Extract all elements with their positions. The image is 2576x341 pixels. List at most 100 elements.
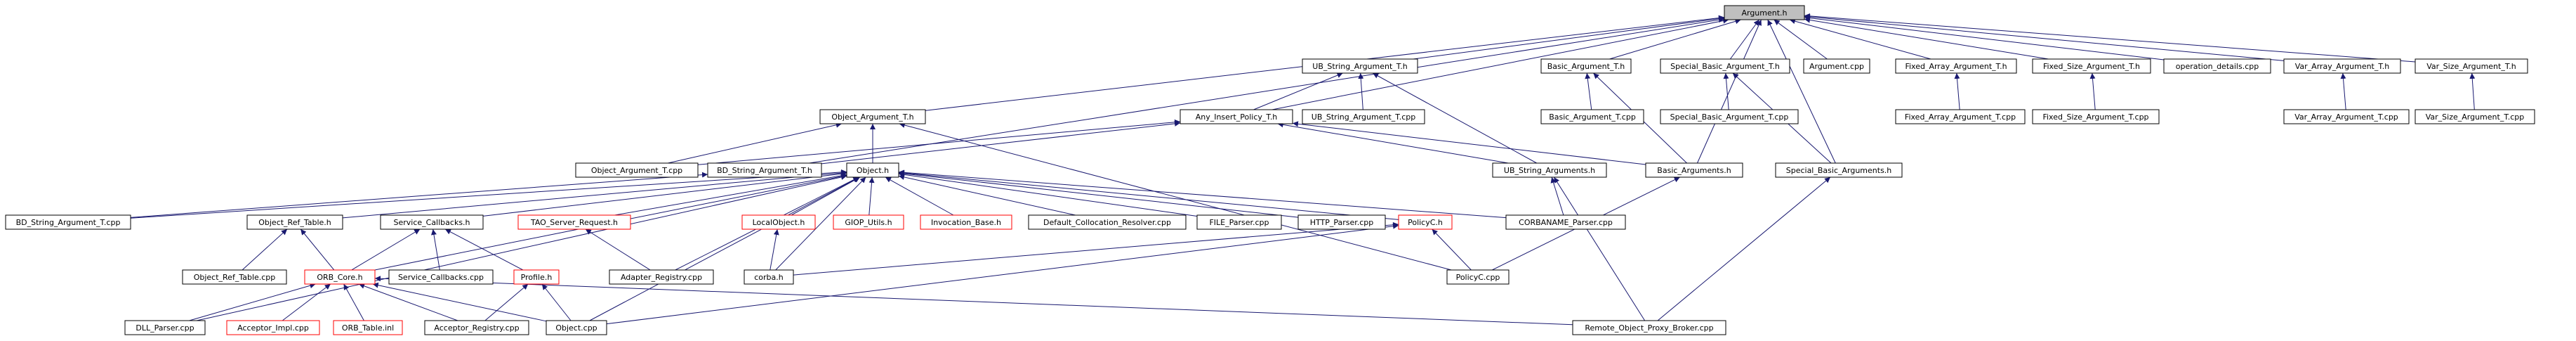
node-box bbox=[517, 214, 631, 230]
graph-node[interactable]: BD_String_Argument_T.h bbox=[707, 162, 822, 178]
graph-node[interactable]: Fixed_Size_Argument_T.h bbox=[2032, 58, 2151, 74]
graph-node[interactable]: Var_Array_Argument_T.h bbox=[2283, 58, 2401, 74]
graph-node[interactable]: Basic_Argument_T.h bbox=[1540, 58, 1632, 74]
node-box bbox=[5, 214, 131, 230]
graph-node[interactable]: Object.cpp bbox=[546, 320, 607, 335]
graph-node[interactable]: Any_Insert_Policy_T.h bbox=[1180, 109, 1293, 124]
dependency-edge bbox=[431, 229, 440, 271]
node-box bbox=[609, 269, 714, 285]
node-box bbox=[707, 162, 822, 178]
graph-node[interactable]: UB_String_Argument_T.h bbox=[1302, 58, 1418, 74]
graph-node[interactable]: LocalObject.h bbox=[741, 214, 816, 230]
dependency-edge bbox=[614, 172, 847, 216]
dependency-edge bbox=[898, 171, 1299, 218]
graph-node[interactable]: PolicyC.cpp bbox=[1446, 269, 1510, 285]
node-box bbox=[833, 214, 904, 230]
node-label: Var_Array_Argument_T.h bbox=[2295, 62, 2390, 71]
graph-node[interactable]: HTTP_Parser.cpp bbox=[1297, 214, 1386, 230]
node-box bbox=[1302, 109, 1425, 124]
graph-node[interactable]: Service_Callbacks.cpp bbox=[388, 269, 494, 285]
node-box bbox=[1180, 109, 1293, 124]
graph-node[interactable]: Var_Size_Argument_T.h bbox=[2415, 58, 2528, 74]
node-label: PolicyC.h bbox=[1408, 218, 1443, 227]
graph-node[interactable]: Basic_Arguments.h bbox=[1645, 162, 1743, 178]
graph-node[interactable]: Special_Basic_Arguments.h bbox=[1775, 162, 1903, 178]
graph-node[interactable]: Basic_Argument_T.cpp bbox=[1540, 109, 1644, 124]
dependency-edge bbox=[1277, 122, 1509, 164]
graph-node[interactable]: Default_Collocation_Resolver.cpp bbox=[1028, 214, 1187, 230]
dependency-edge bbox=[885, 176, 954, 216]
node-label: BD_String_Argument_T.h bbox=[717, 166, 812, 175]
graph-node[interactable]: ORB_Table.inl bbox=[333, 320, 403, 335]
graph-node[interactable]: BD_String_Argument_T.cpp bbox=[5, 214, 131, 230]
graph-node[interactable]: Object_Ref_Table.cpp bbox=[182, 269, 287, 285]
dependency-edge bbox=[1804, 15, 2165, 60]
dependency-edge bbox=[775, 176, 866, 271]
graph-node[interactable]: Acceptor_Registry.cpp bbox=[424, 320, 529, 335]
node-label: Remote_Object_Proxy_Broker.cpp bbox=[1585, 323, 1713, 333]
graph-node[interactable]: Adapter_Registry.cpp bbox=[609, 269, 714, 285]
node-box bbox=[1660, 58, 1790, 74]
graph-node[interactable]: PolicyC.h bbox=[1398, 214, 1453, 230]
node-label: Fixed_Array_Argument_T.h bbox=[1905, 62, 2007, 71]
graph-node[interactable]: Profile.h bbox=[513, 269, 560, 285]
node-box bbox=[2415, 109, 2535, 124]
graph-node[interactable]: Service_Callbacks.h bbox=[380, 214, 484, 230]
dependency-edge bbox=[899, 122, 1452, 271]
node-label: Adapter_Registry.cpp bbox=[621, 273, 702, 282]
graph-node[interactable]: Remote_Object_Proxy_Broker.cpp bbox=[1572, 320, 1726, 335]
node-box bbox=[246, 214, 343, 230]
dependency-edge bbox=[1774, 19, 1828, 60]
graph-node[interactable]: Object_Argument_T.h bbox=[819, 109, 926, 124]
node-label: Acceptor_Registry.cpp bbox=[434, 323, 519, 333]
node-label: Object_Argument_T.cpp bbox=[591, 166, 682, 175]
node-label: Argument.cpp bbox=[1809, 62, 1864, 71]
dependency-edge bbox=[1292, 121, 1646, 165]
node-label: operation_details.cpp bbox=[2176, 62, 2259, 71]
graph-node[interactable]: DLL_Parser.cpp bbox=[124, 320, 206, 335]
graph-node[interactable]: Fixed_Size_Argument_T.cpp bbox=[2032, 109, 2160, 124]
node-label: Fixed_Array_Argument_T.cpp bbox=[1905, 112, 2016, 122]
node-label: PolicyC.cpp bbox=[1456, 273, 1500, 282]
graph-node[interactable]: Var_Array_Argument_T.cpp bbox=[2283, 109, 2410, 124]
graph-node[interactable]: Invocation_Base.h bbox=[920, 214, 1012, 230]
graph-node[interactable]: corba.h bbox=[744, 269, 794, 285]
graph-node[interactable]: Fixed_Array_Argument_T.h bbox=[1895, 58, 2017, 74]
graph-node[interactable]: Object.h bbox=[846, 162, 899, 178]
graph-node[interactable]: TAO_Server_Request.h bbox=[517, 214, 631, 230]
node-label: TAO_Server_Request.h bbox=[530, 218, 618, 227]
node-label: Object_Ref_Table.h bbox=[258, 218, 331, 227]
node-box bbox=[1398, 214, 1453, 230]
graph-node[interactable]: Object_Argument_T.cpp bbox=[575, 162, 699, 178]
node-label: Special_Basic_Arguments.h bbox=[1786, 166, 1892, 175]
graph-node[interactable]: UB_String_Argument_T.cpp bbox=[1302, 109, 1425, 124]
graph-node[interactable]: operation_details.cpp bbox=[2163, 58, 2271, 74]
node-label: CORBANAME_Parser.cpp bbox=[1519, 218, 1613, 227]
node-box bbox=[1803, 58, 1870, 74]
node-label: Object.cpp bbox=[555, 323, 597, 333]
dependency-edge bbox=[1804, 14, 2285, 61]
graph-node[interactable]: Acceptor_Impl.cpp bbox=[226, 320, 320, 335]
node-label: Var_Size_Argument_T.cpp bbox=[2426, 112, 2525, 122]
node-label: Argument.h bbox=[1741, 8, 1787, 18]
node-label: UB_String_Argument_T.cpp bbox=[1312, 112, 1415, 122]
dependency-edge bbox=[589, 176, 860, 321]
graph-node[interactable]: Object_Ref_Table.h bbox=[246, 214, 343, 230]
node-box bbox=[1028, 214, 1187, 230]
dependency-edge bbox=[898, 172, 1198, 217]
node-box bbox=[575, 162, 699, 178]
dependency-edge bbox=[1657, 176, 1831, 321]
graph-node[interactable]: GIOP_Utils.h bbox=[833, 214, 904, 230]
graph-node[interactable]: FILE_Parser.cpp bbox=[1196, 214, 1282, 230]
graph-node[interactable]: CORBANAME_Parser.cpp bbox=[1505, 214, 1626, 230]
graph-node[interactable]: Special_Basic_Argument_T.cpp bbox=[1660, 109, 1799, 124]
graph-node[interactable]: Fixed_Array_Argument_T.cpp bbox=[1895, 109, 2026, 124]
graph-node[interactable]: UB_String_Arguments.h bbox=[1492, 162, 1607, 178]
dependency-edge bbox=[697, 119, 1181, 165]
graph-node[interactable]: Argument.cpp bbox=[1803, 58, 1870, 74]
graph-node[interactable]: ORB_Core.h bbox=[304, 269, 376, 285]
graph-node[interactable]: Special_Basic_Argument_T.h bbox=[1660, 58, 1790, 74]
node-label: Var_Size_Argument_T.h bbox=[2426, 62, 2516, 71]
dependency-edge bbox=[606, 223, 1399, 325]
graph-node[interactable]: Var_Size_Argument_T.cpp bbox=[2415, 109, 2535, 124]
